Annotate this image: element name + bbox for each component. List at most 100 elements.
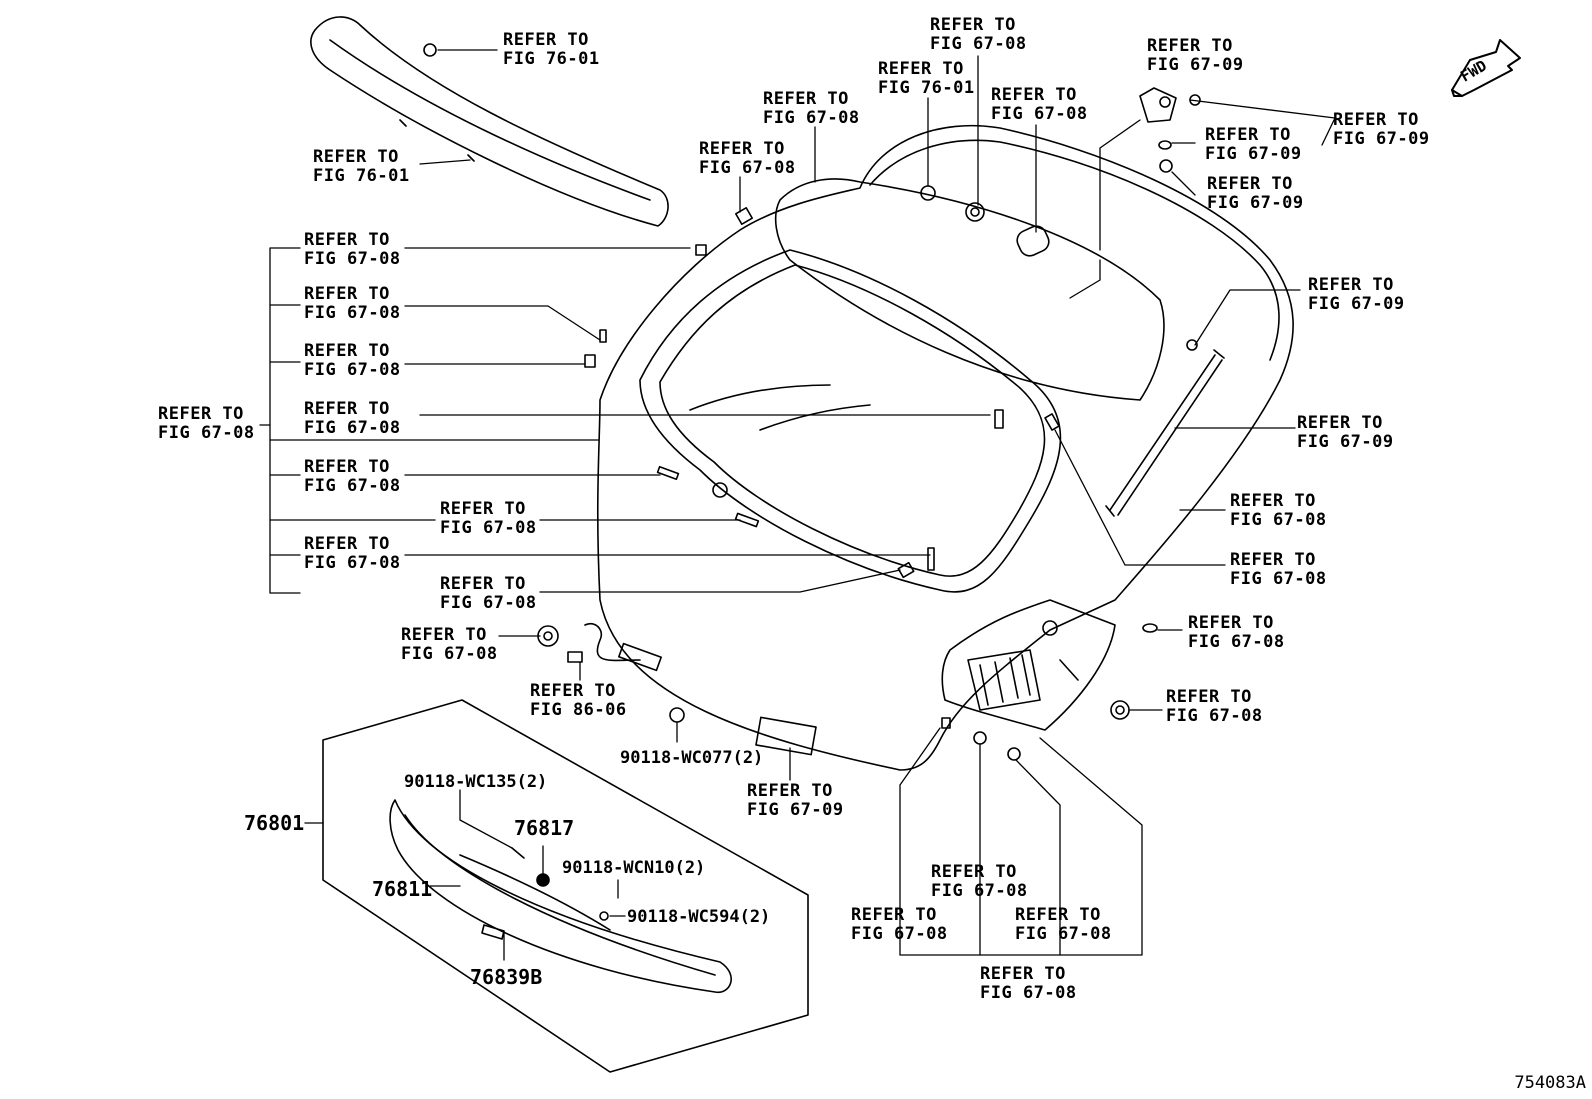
callout-heading: REFER TO [304, 457, 390, 477]
callout-heading: REFER TO [1147, 36, 1233, 56]
part-number-wcn10: 90118-WCN10(2) [562, 858, 706, 878]
callout-r11: REFER TO FIG 67-08 [699, 140, 796, 178]
callout-r16: REFER TO FIG 67-08 [304, 400, 401, 438]
callout-heading: REFER TO [1230, 491, 1316, 511]
back-door-panel [596, 124, 1294, 771]
callout-r27: REFER TO FIG 67-08 [401, 626, 498, 664]
callout-r30: REFER TO FIG 67-08 [931, 863, 1028, 901]
callout-r4: REFER TO FIG 76-01 [878, 60, 975, 98]
callout-r28: REFER TO FIG 86-06 [530, 682, 627, 720]
callout-fig: FIG 67-08 [304, 418, 401, 438]
callout-fig: FIG 67-08 [1230, 510, 1327, 530]
callout-heading: REFER TO [1015, 905, 1101, 925]
callout-r14: REFER TO FIG 67-08 [304, 342, 401, 380]
callout-r19: REFER TO FIG 67-08 [304, 535, 401, 573]
callout-heading: REFER TO [304, 399, 390, 419]
callout-r6: REFER TO FIG 67-09 [1147, 37, 1244, 75]
callout-fig: FIG 67-08 [1188, 632, 1285, 652]
callout-r17: REFER TO FIG 67-08 [304, 458, 401, 496]
callout-r10: REFER TO FIG 67-08 [763, 90, 860, 128]
callout-heading: REFER TO [313, 147, 399, 167]
spoiler-assembly-box [322, 699, 809, 1073]
callout-fig: FIG 67-08 [401, 644, 498, 664]
callout-fig: FIG 67-08 [851, 924, 948, 944]
callout-fig: FIG 67-08 [1015, 924, 1112, 944]
callout-heading: REFER TO [980, 964, 1066, 984]
callout-r24: REFER TO FIG 67-08 [1230, 551, 1327, 589]
callout-r23: REFER TO FIG 67-08 [1230, 492, 1327, 530]
callout-fig: FIG 67-08 [304, 476, 401, 496]
leader-lines [259, 49, 1336, 961]
callout-heading: REFER TO [699, 139, 785, 159]
callout-r22: REFER TO FIG 67-09 [1297, 414, 1394, 452]
callout-fig: FIG 67-09 [1205, 144, 1302, 164]
callout-fig: FIG 67-08 [158, 423, 255, 443]
part-number-wc594: 90118-WC594(2) [627, 907, 771, 927]
callout-fig: FIG 67-09 [1147, 55, 1244, 75]
callout-fig: FIG 67-09 [1207, 193, 1304, 213]
callout-heading: REFER TO [878, 59, 964, 79]
callout-r9: REFER TO FIG 67-09 [1207, 175, 1304, 213]
callout-r1: REFER TO FIG 76-01 [503, 31, 600, 69]
callout-r12: REFER TO FIG 67-08 [304, 231, 401, 269]
callout-heading: REFER TO [1230, 550, 1316, 570]
callout-heading: REFER TO [304, 534, 390, 554]
callout-fig: FIG 67-08 [991, 104, 1088, 124]
callout-fig: FIG 67-08 [699, 158, 796, 178]
callout-fig: FIG 67-08 [763, 108, 860, 128]
callout-r21: REFER TO FIG 67-09 [1308, 276, 1405, 314]
callout-heading: REFER TO [1207, 174, 1293, 194]
callout-heading: REFER TO [440, 574, 526, 594]
callout-heading: REFER TO [851, 905, 937, 925]
callout-r18: REFER TO FIG 67-08 [440, 500, 537, 538]
callout-r31: REFER TO FIG 67-08 [851, 906, 948, 944]
callout-r33: REFER TO FIG 67-08 [980, 965, 1077, 1003]
callout-fig: FIG 67-09 [1333, 129, 1430, 149]
callout-r3: REFER TO FIG 67-08 [930, 16, 1027, 54]
part-number-wc077: 90118-WC077(2) [620, 748, 764, 768]
callout-r26: REFER TO FIG 67-08 [1166, 688, 1263, 726]
callout-heading: REFER TO [304, 230, 390, 250]
callout-heading: REFER TO [1188, 613, 1274, 633]
callout-r2: REFER TO FIG 76-01 [313, 148, 410, 186]
callout-heading: REFER TO [1166, 687, 1252, 707]
callout-fig: FIG 67-08 [304, 249, 401, 269]
callout-fig: FIG 67-09 [1297, 432, 1394, 452]
callout-r25: REFER TO FIG 67-08 [1188, 614, 1285, 652]
callout-fig: FIG 67-08 [304, 303, 401, 323]
callout-fig: FIG 86-06 [530, 700, 627, 720]
callout-fig: FIG 76-01 [878, 78, 975, 98]
callout-heading: REFER TO [401, 625, 487, 645]
callout-heading: REFER TO [1308, 275, 1394, 295]
callout-heading: REFER TO [158, 404, 244, 424]
callout-r5: REFER TO FIG 67-08 [991, 86, 1088, 124]
callout-r7: REFER TO FIG 67-09 [1333, 111, 1430, 149]
callout-r29: REFER TO FIG 67-09 [747, 782, 844, 820]
callout-r13: REFER TO FIG 67-08 [304, 285, 401, 323]
callout-heading: REFER TO [304, 284, 390, 304]
part-number-76811: 76811 [372, 877, 433, 901]
callout-heading: REFER TO [1297, 413, 1383, 433]
callout-fig: FIG 67-09 [1308, 294, 1405, 314]
callout-fig: FIG 76-01 [313, 166, 410, 186]
callout-heading: REFER TO [503, 30, 589, 50]
callout-fig: FIG 67-08 [931, 881, 1028, 901]
callout-heading: REFER TO [991, 85, 1077, 105]
callout-fig: FIG 67-08 [930, 34, 1027, 54]
callout-r8: REFER TO FIG 67-09 [1205, 126, 1302, 164]
callout-fig: FIG 67-08 [1230, 569, 1327, 589]
part-number-76817: 76817 [514, 816, 575, 840]
callout-heading: REFER TO [1333, 110, 1419, 130]
callout-fig: FIG 67-09 [747, 800, 844, 820]
callout-r15: REFER TO FIG 67-08 [158, 405, 255, 443]
callout-heading: REFER TO [440, 499, 526, 519]
callout-heading: REFER TO [763, 89, 849, 109]
part-number-wc135: 90118-WC135(2) [404, 772, 548, 792]
callout-heading: REFER TO [930, 15, 1016, 35]
callout-fig: FIG 67-08 [440, 593, 537, 613]
callout-heading: REFER TO [530, 681, 616, 701]
callout-heading: REFER TO [304, 341, 390, 361]
part-number-76839b: 76839B [470, 965, 543, 989]
